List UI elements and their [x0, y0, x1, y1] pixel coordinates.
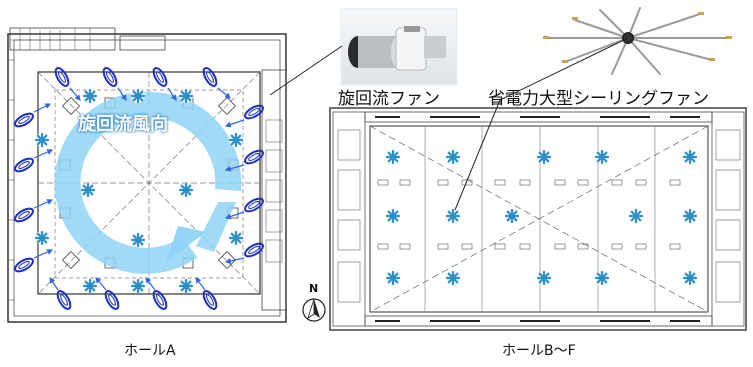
small-flow-arrows: [33, 87, 245, 291]
hall-bf-plan: [329, 107, 747, 331]
flow-direction-label: 旋回流風向: [78, 114, 168, 135]
swirl-fan-label: 旋回流ファン: [338, 89, 440, 109]
north-arrow-icon: [302, 298, 326, 322]
hall-a-label: ホールA: [124, 343, 176, 359]
ceiling-fan-label: 省電力大型シーリングファン: [488, 89, 709, 109]
hall-bf-label: ホールB～F: [502, 343, 576, 359]
swirl-fan-icon: [340, 8, 458, 86]
hall-a-plan: [7, 27, 326, 323]
north-label: N: [309, 282, 319, 295]
leader-lines: [269, 37, 629, 211]
ceiling-fan-photo: [544, 7, 729, 75]
swirl-flow-arrow: [54, 91, 242, 274]
